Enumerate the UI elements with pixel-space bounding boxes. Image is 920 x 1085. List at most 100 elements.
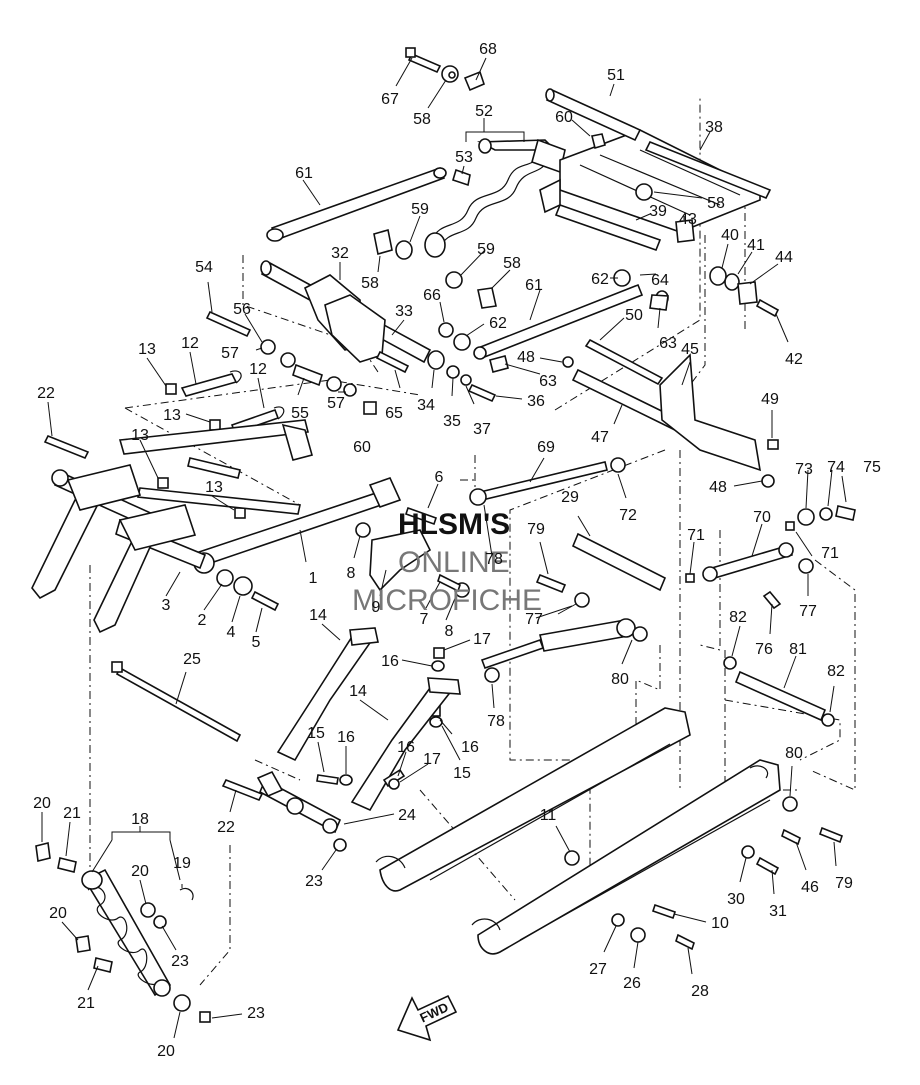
callout-24: 24 [398,807,416,824]
callout-30: 30 [727,891,745,908]
watermark-line1: HLSM'S [398,508,510,541]
callout-82: 82 [827,663,845,680]
callout-38: 38 [705,119,723,136]
callout-32: 32 [331,245,349,262]
callout-16: 16 [461,739,479,756]
callout-23: 23 [247,1005,265,1022]
callout-27: 27 [589,961,607,978]
callout-10: 10 [711,915,729,932]
callout-22: 22 [37,385,55,402]
callout-74: 74 [827,459,845,476]
callout-20: 20 [131,863,149,880]
callout-52: 52 [475,103,493,120]
callout-72: 72 [619,507,637,524]
callout-12: 12 [181,335,199,352]
callout-50: 50 [625,307,643,324]
callout-16: 16 [397,739,415,756]
callout-36: 36 [527,393,545,410]
callout-8: 8 [445,623,454,640]
callout-53: 53 [455,149,473,166]
callout-26: 26 [623,975,641,992]
callout-25: 25 [183,651,201,668]
callout-8: 8 [347,565,356,582]
watermark-line3: MICROFICHE [352,584,542,617]
callout-14: 14 [309,607,327,624]
callout-22: 22 [217,819,235,836]
callout-4: 4 [227,624,236,641]
callout-13: 13 [131,427,149,444]
callout-57: 57 [221,345,239,362]
callout-69: 69 [537,439,555,456]
callout-59: 59 [477,241,495,258]
callout-48: 48 [517,349,535,366]
callout-21: 21 [77,995,95,1012]
callout-31: 31 [769,903,787,920]
callout-23: 23 [305,873,323,890]
callout-39: 39 [649,203,667,220]
callout-9: 9 [372,599,381,616]
callout-35: 35 [443,413,461,430]
callout-7: 7 [420,611,429,628]
callout-79: 79 [835,875,853,892]
callout-77: 77 [799,603,817,620]
callout-46: 46 [801,879,819,896]
callout-68: 68 [479,41,497,58]
callout-15: 15 [453,765,471,782]
callout-54: 54 [195,259,213,276]
callout-28: 28 [691,983,709,1000]
callout-2: 2 [198,612,207,629]
callout-58: 58 [503,255,521,272]
front-shock [35,842,211,1023]
callout-56: 56 [233,301,251,318]
callout-63: 63 [659,335,677,352]
links-rods [111,457,856,743]
callout-16: 16 [337,729,355,746]
callout-58: 58 [707,195,725,212]
callout-60: 60 [555,109,573,126]
callout-62: 62 [591,271,609,288]
callout-63: 63 [539,373,557,390]
callout-14: 14 [349,683,367,700]
callout-1: 1 [309,570,318,587]
callout-29: 29 [561,489,579,506]
callout-79: 79 [527,521,545,538]
callout-40: 40 [721,227,739,244]
callout-18: 18 [131,811,149,828]
callout-20: 20 [33,795,51,812]
stays [276,627,461,812]
callout-61: 61 [525,277,543,294]
callout-37: 37 [473,421,491,438]
callout-13: 13 [163,407,181,424]
fwd-arrow-icon: FWD [396,994,458,1042]
callout-77: 77 [525,611,543,628]
watermark: HLSM'S ONLINE MICROFICHE [352,508,542,617]
callout-20: 20 [157,1043,175,1060]
callout-41: 41 [747,237,765,254]
callout-78: 78 [485,551,503,568]
callout-5: 5 [252,634,261,651]
callout-47: 47 [591,429,609,446]
callout-51: 51 [607,67,625,84]
callout-17: 17 [423,751,441,768]
callout-71: 71 [687,527,705,544]
callout-labels: 1 2 3 4 5 6 7 8 8 9 10 11 12 12 13 13 13… [33,41,881,1060]
callout-71: 71 [821,545,839,562]
callout-70: 70 [753,509,771,526]
callout-49: 49 [761,391,779,408]
callout-64: 64 [651,272,669,289]
callout-73: 73 [795,461,813,478]
callout-78: 78 [487,713,505,730]
callout-62: 62 [489,315,507,332]
callout-13: 13 [205,479,223,496]
lower-shaft-rails [256,707,843,955]
callout-17: 17 [473,631,491,648]
callout-21: 21 [63,805,81,822]
callout-3: 3 [162,597,171,614]
callout-58: 58 [413,111,431,128]
callout-65: 65 [385,405,403,422]
callout-34: 34 [417,397,435,414]
callout-11: 11 [540,807,557,824]
callout-43: 43 [679,211,697,228]
callout-16: 16 [381,653,399,670]
